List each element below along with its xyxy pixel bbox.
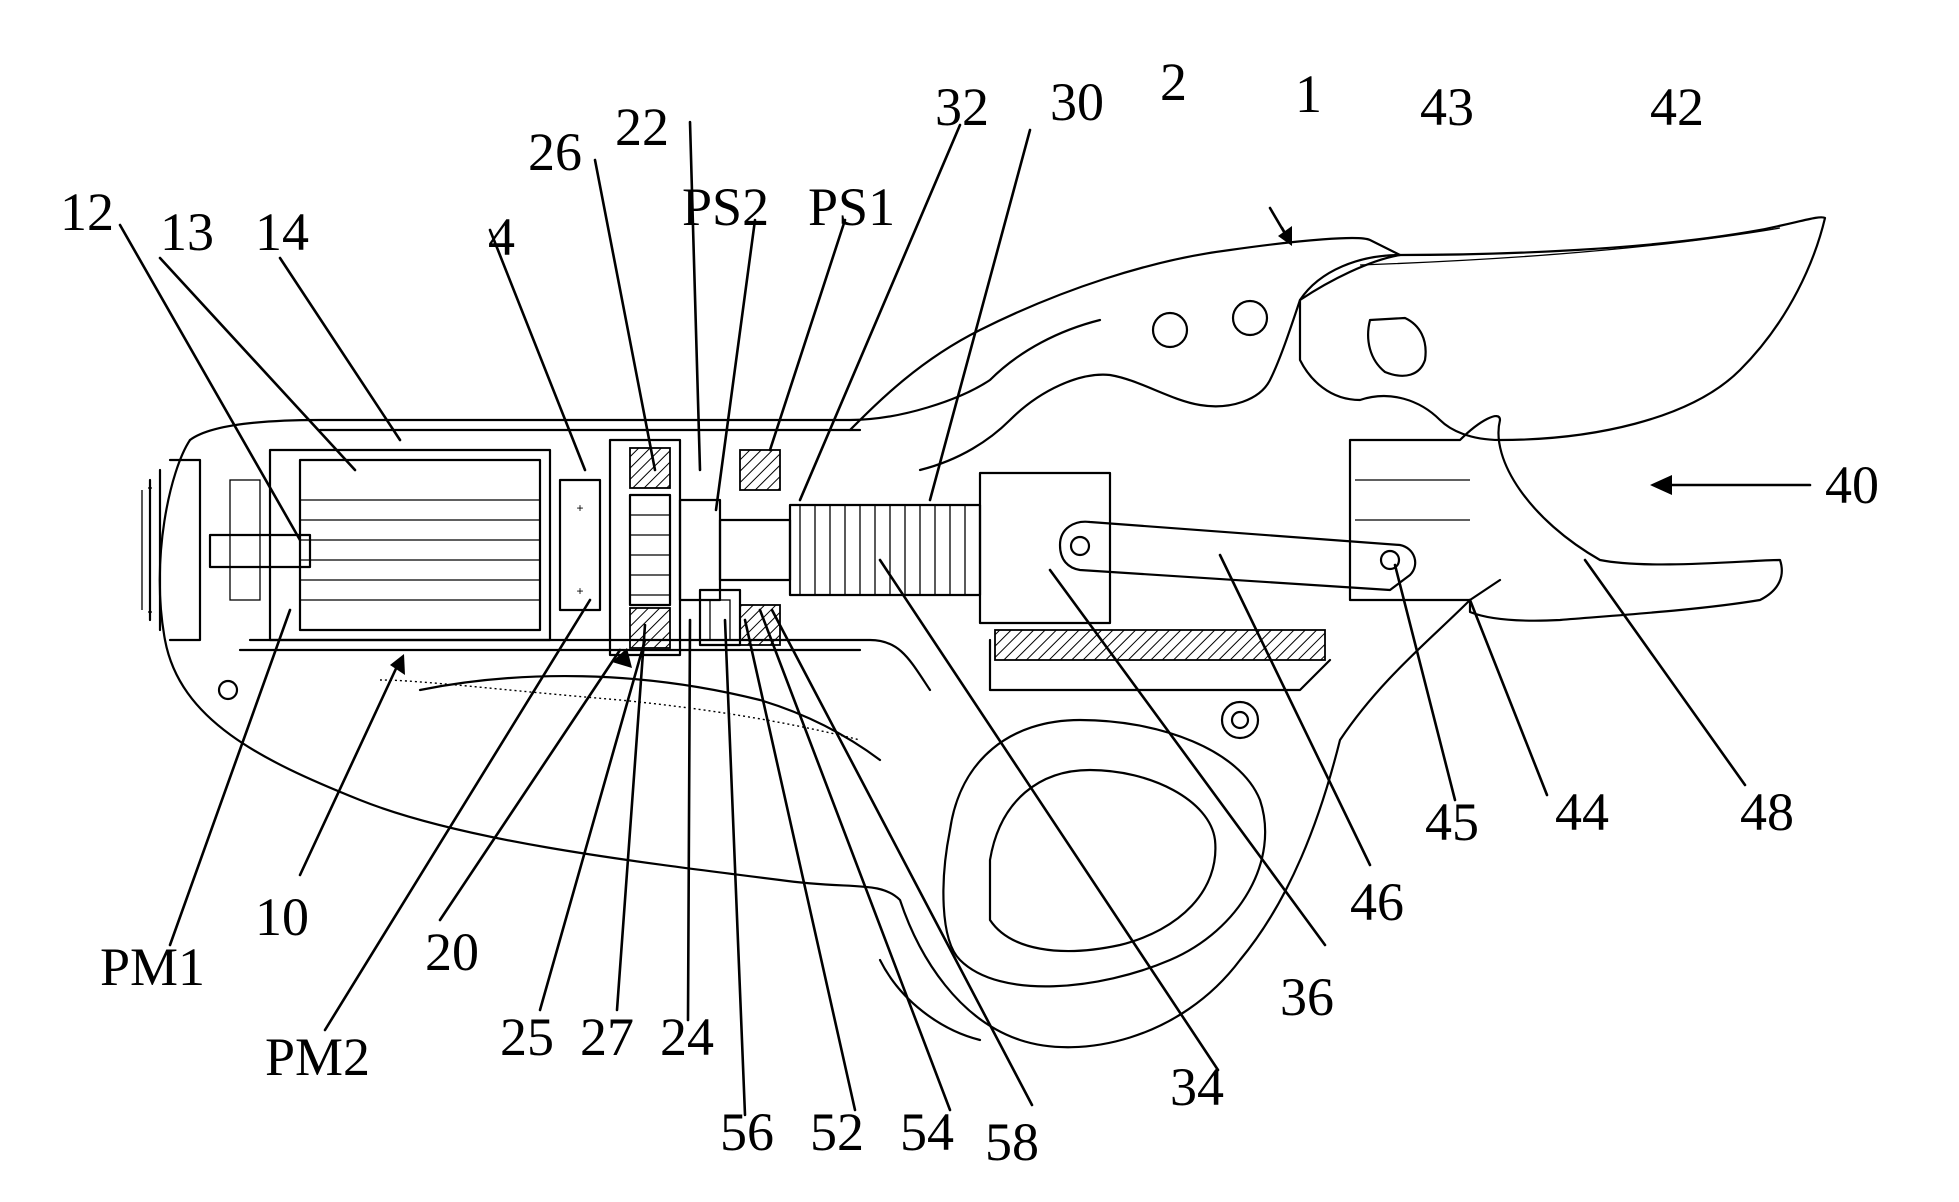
reducer-20	[610, 440, 720, 655]
housing	[142, 320, 1500, 1047]
label-4: 4	[488, 207, 515, 267]
label-22: 22	[615, 97, 669, 157]
link-46	[1060, 522, 1415, 590]
label-26: 26	[528, 122, 582, 182]
label-56: 56	[720, 1102, 774, 1162]
motor-10: + +	[210, 450, 600, 640]
svg-text:+: +	[576, 501, 583, 515]
label-25: 25	[500, 1007, 554, 1067]
label-ps2: PS2	[682, 177, 769, 237]
label-30: 30	[1050, 72, 1104, 132]
label-pm1: PM1	[100, 937, 205, 997]
label-24: 24	[660, 1007, 714, 1067]
svg-text:+: +	[576, 584, 583, 598]
label-46: 46	[1350, 872, 1404, 932]
label-2: 2	[1160, 52, 1187, 112]
screw-30	[700, 450, 980, 645]
label-54: 54	[900, 1102, 954, 1162]
label-13: 13	[160, 202, 214, 262]
label-27: 27	[580, 1007, 634, 1067]
label-10: 10	[255, 887, 309, 947]
label-40: 40	[1825, 455, 1879, 515]
label-32: 32	[935, 77, 989, 137]
label-45: 45	[1425, 792, 1479, 852]
label-pm2: PM2	[265, 1027, 370, 1087]
label-12: 12	[60, 182, 114, 242]
label-34: 34	[1170, 1057, 1224, 1117]
anvil-44-48	[1350, 416, 1782, 621]
upper-handle-2	[850, 238, 1400, 470]
leader-lines	[120, 92, 1810, 1115]
label-58: 58	[985, 1112, 1039, 1172]
label-ps1: PS1	[808, 177, 895, 237]
label-44: 44	[1555, 782, 1609, 842]
label-42: 42	[1650, 77, 1704, 137]
label-1: 1	[1295, 64, 1322, 124]
label-36: 36	[1280, 967, 1334, 1027]
nut-block-36	[980, 473, 1110, 623]
reference-labels: 1 2 4 10 12 13 14 20 22 24 25 26 27 30 3…	[60, 52, 1879, 1172]
label-14: 14	[255, 202, 309, 262]
label-52: 52	[810, 1102, 864, 1162]
blade-42	[1300, 217, 1825, 440]
label-20: 20	[425, 922, 479, 982]
label-48: 48	[1740, 782, 1794, 842]
label-43: 43	[1420, 77, 1474, 137]
